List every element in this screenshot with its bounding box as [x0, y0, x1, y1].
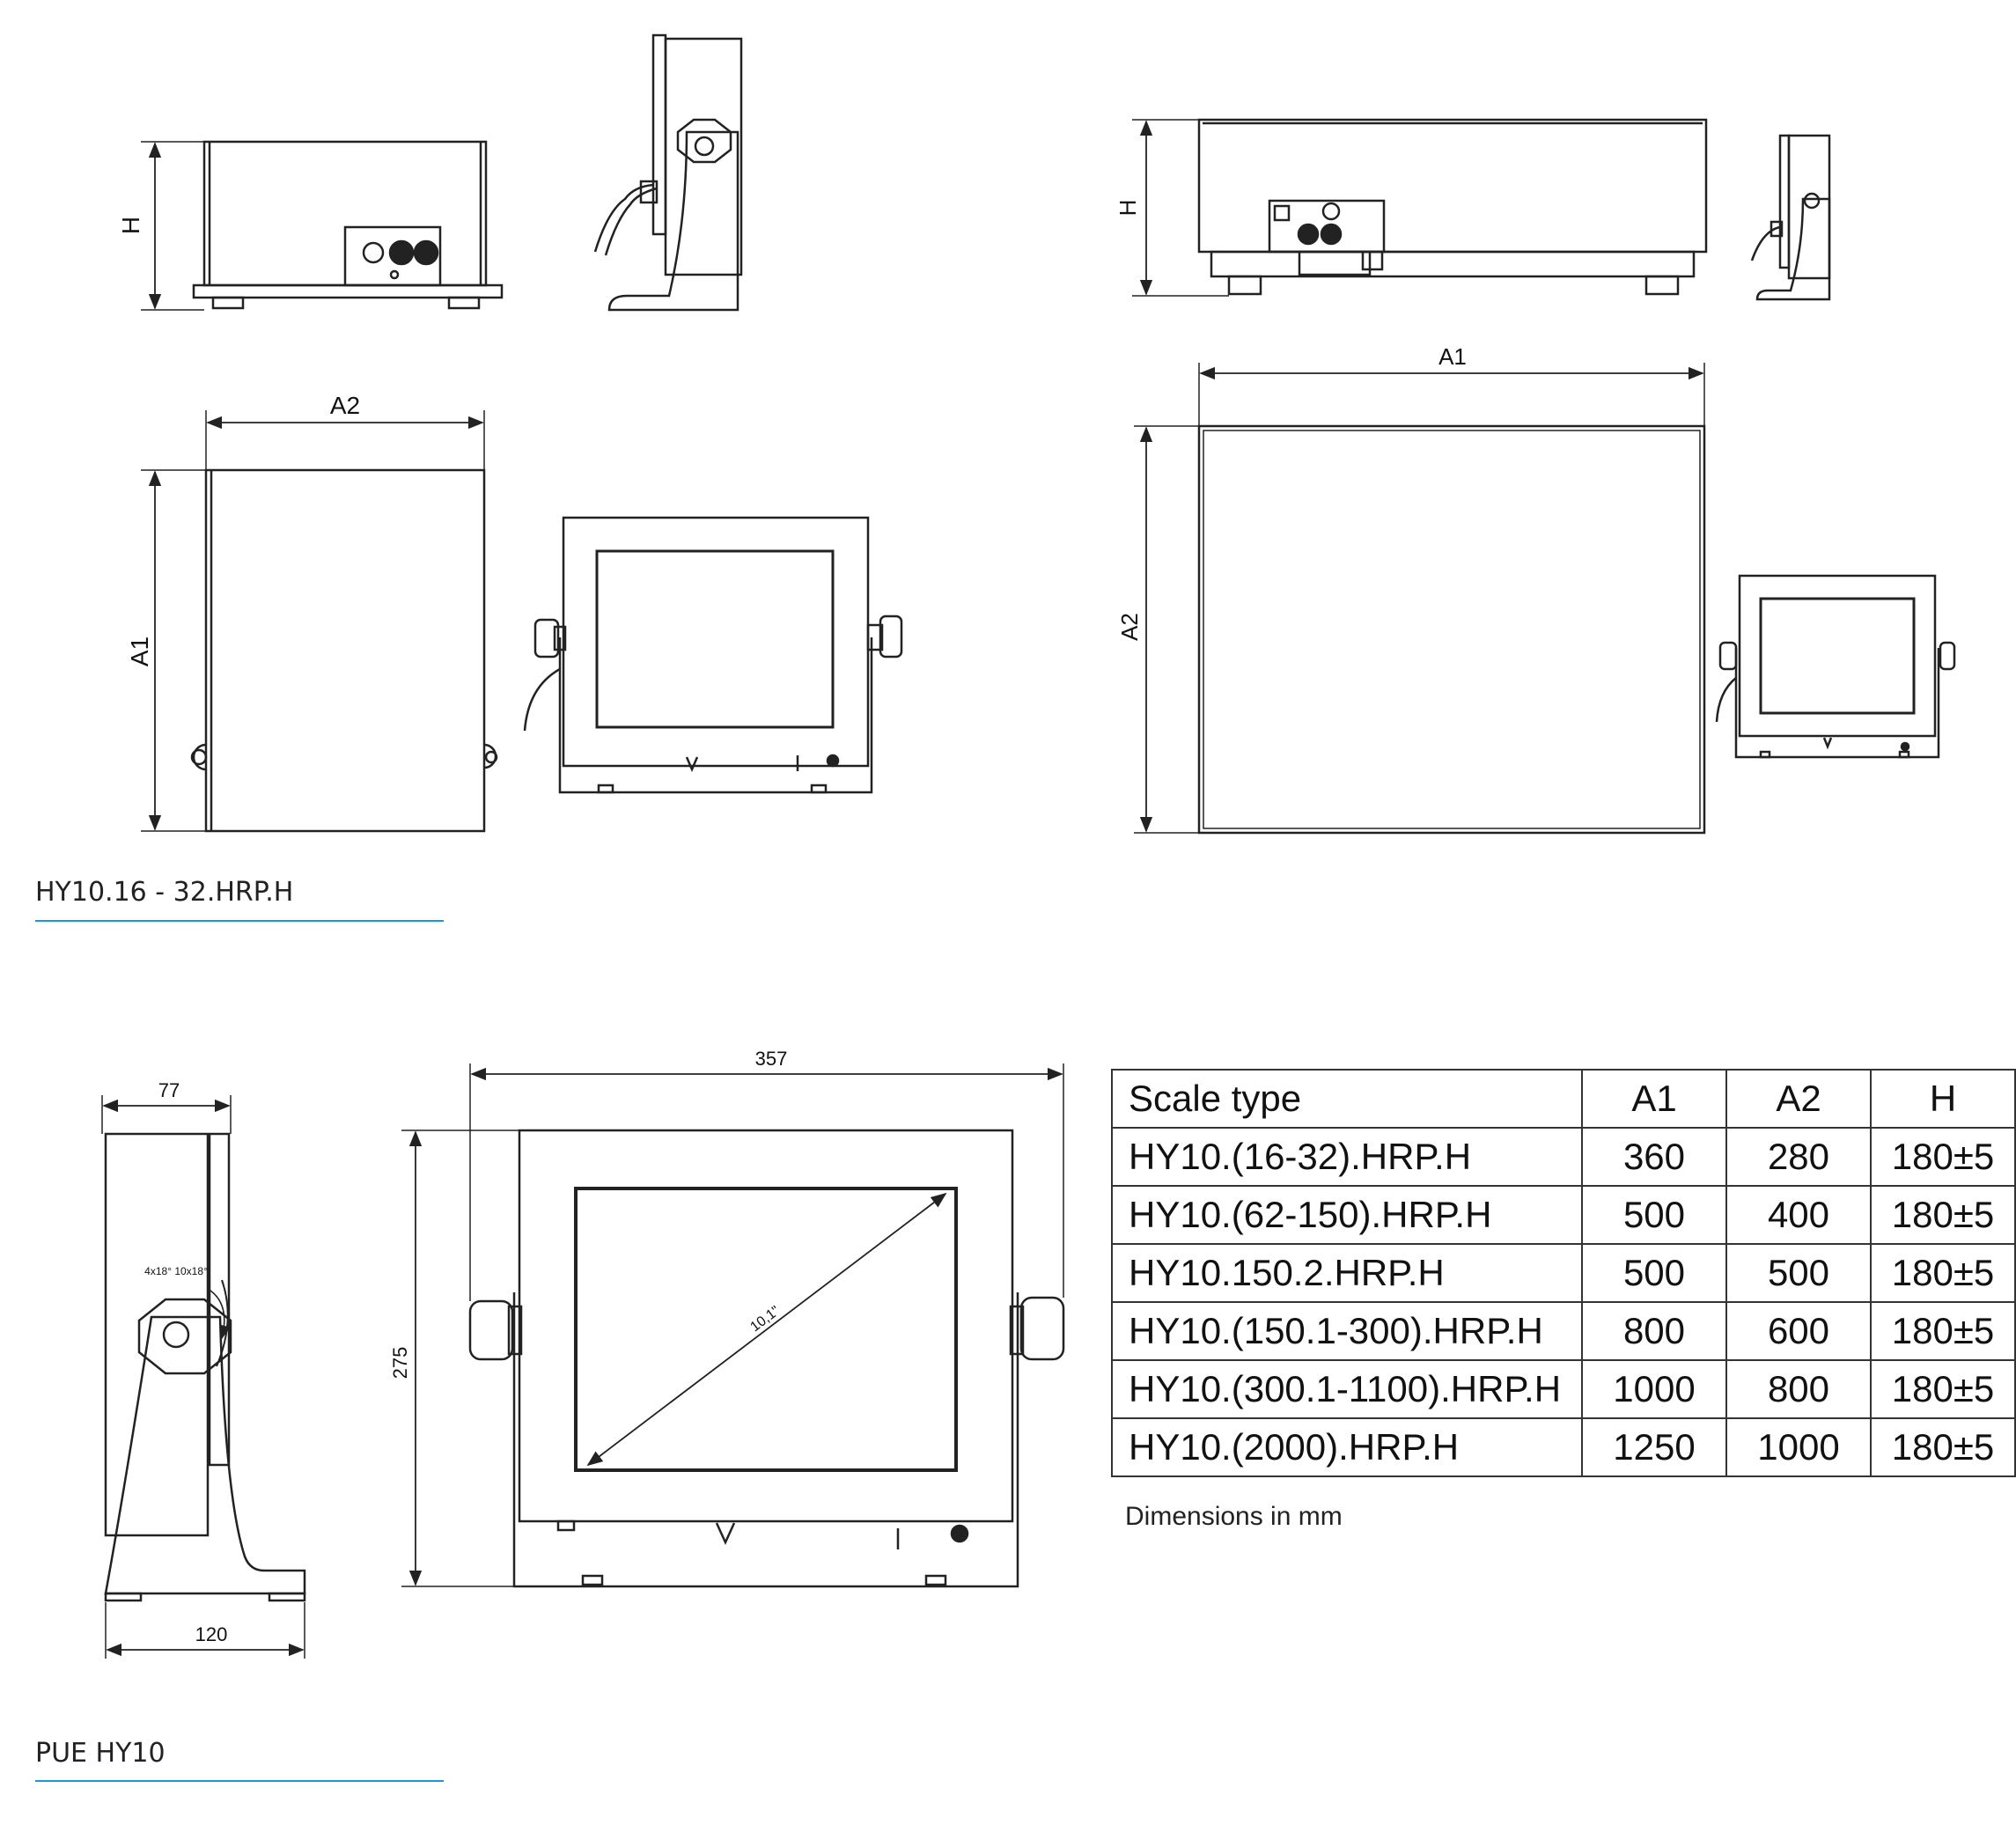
label-a2-left: A2	[330, 392, 360, 419]
label-h-right: H	[1115, 200, 1141, 217]
large-scale-side-view	[1197, 118, 1708, 296]
table-note: Dimensions in mm	[1125, 1502, 1343, 1531]
table-header: A2	[1725, 1069, 1872, 1129]
table-cell: HY10.150.2.HRP.H	[1111, 1243, 1583, 1303]
caption-bottom-rule	[35, 1780, 444, 1782]
label-a1-right: A1	[1438, 343, 1467, 370]
label-rotation: 4x18° 10x18°	[144, 1265, 208, 1277]
dimension-77	[101, 1095, 232, 1134]
dimension-a2-right	[1134, 425, 1199, 834]
dimension-h-right	[1132, 119, 1229, 297]
small-scale-side-view	[192, 140, 504, 310]
dimension-357	[469, 1063, 1064, 1301]
table-cell: HY10.(300.1-1100).HRP.H	[1111, 1359, 1583, 1419]
table-cell: 400	[1725, 1185, 1872, 1245]
table-cell: 180±5	[1870, 1301, 2016, 1361]
caption-top: HY10.16 - 32.HRP.H	[35, 877, 294, 908]
table-header-row: Scale type A1 A2 H	[1111, 1069, 2016, 1129]
table-cell: HY10.(62-150).HRP.H	[1111, 1185, 1583, 1245]
table-cell: 800	[1581, 1301, 1727, 1361]
dimension-h-left	[141, 141, 204, 311]
table-cell: 280	[1725, 1127, 1872, 1187]
dimension-275	[401, 1130, 519, 1587]
table-row: HY10.(62-150).HRP.H 500 400 180±5	[1111, 1185, 2016, 1245]
indicator-front-view-large	[468, 1129, 1065, 1588]
table-cell: 180±5	[1870, 1417, 2016, 1477]
table-cell: 360	[1581, 1127, 1727, 1187]
table-cell: 1250	[1581, 1417, 1727, 1477]
label-h-left: H	[117, 217, 144, 234]
table-row: HY10.(16-32).HRP.H 360 280 180±5	[1111, 1127, 2016, 1187]
caption-bottom: PUE HY10	[35, 1738, 166, 1769]
table-cell: 500	[1581, 1185, 1727, 1245]
table-cell: 500	[1725, 1243, 1872, 1303]
table-cell: HY10.(16-32).HRP.H	[1111, 1127, 1583, 1187]
table-header: H	[1870, 1069, 2016, 1129]
table-cell: HY10.(2000).HRP.H	[1111, 1417, 1583, 1477]
table-row: HY10.(2000).HRP.H 1250 1000 180±5	[1111, 1417, 2016, 1477]
table-cell: HY10.(150.1-300).HRP.H	[1111, 1301, 1583, 1361]
dimension-120	[105, 1602, 305, 1659]
label-a2-right: A2	[1116, 613, 1143, 641]
label-120: 120	[195, 1623, 228, 1645]
dimension-a1-left	[141, 469, 206, 832]
table-cell: 180±5	[1870, 1243, 2016, 1303]
small-scale-top-view	[190, 468, 498, 833]
table-cell: 180±5	[1870, 1185, 2016, 1245]
table-header: A1	[1581, 1069, 1727, 1129]
dimension-a1-right	[1198, 363, 1705, 426]
table-row: HY10.(150.1-300).HRP.H 800 600 180±5	[1111, 1301, 2016, 1361]
table-cell: 180±5	[1870, 1359, 2016, 1419]
table-cell: 1000	[1725, 1417, 1872, 1477]
rotation-arrow	[207, 1288, 231, 1340]
dimension-a2-left	[205, 410, 485, 470]
dimensions-table: Scale type A1 A2 H HY10.(16-32).HRP.H 36…	[1111, 1069, 2016, 1477]
table-cell: 180±5	[1870, 1127, 2016, 1187]
label-a1-left: A1	[126, 637, 153, 666]
table-cell: 800	[1725, 1359, 1872, 1419]
label-357: 357	[755, 1048, 788, 1070]
indicator-side-view-large	[104, 1132, 306, 1602]
label-275: 275	[389, 1347, 411, 1380]
table-cell: 1000	[1581, 1359, 1727, 1419]
indicator-side-view-tiny	[1750, 134, 1831, 301]
indicator-front-view-small-right	[1715, 574, 1956, 759]
table-row: HY10.(300.1-1100).HRP.H 1000 800 180±5	[1111, 1359, 2016, 1419]
table-header: Scale type	[1111, 1069, 1583, 1129]
label-77: 77	[158, 1079, 180, 1101]
indicator-front-view-small-left	[523, 516, 903, 794]
caption-top-rule	[35, 920, 444, 922]
table-cell: 600	[1725, 1301, 1872, 1361]
indicator-side-view-top	[593, 33, 743, 312]
table-row: HY10.150.2.HRP.H 500 500 180±5	[1111, 1243, 2016, 1303]
table-cell: 500	[1581, 1243, 1727, 1303]
large-scale-top-view	[1197, 424, 1706, 835]
